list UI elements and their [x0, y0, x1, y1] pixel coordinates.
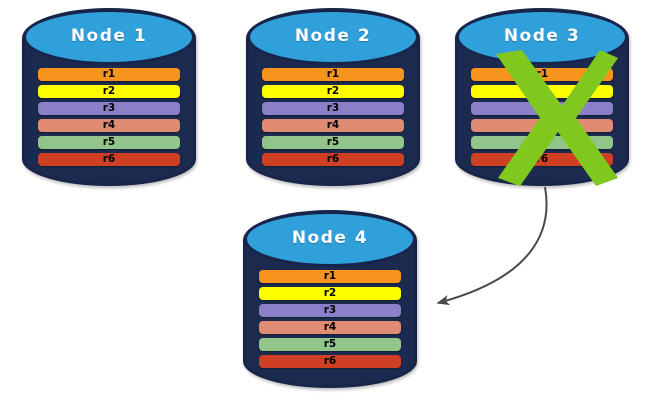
data-row[interactable]: r5	[261, 136, 405, 149]
node-label: Node 2	[294, 26, 372, 46]
data-row[interactable]: r5	[470, 136, 614, 149]
data-row[interactable]: r6	[470, 153, 614, 166]
row-list: r1 r2 r3 r4 r5 r6	[246, 68, 420, 170]
data-row[interactable]: r4	[37, 119, 181, 132]
data-row[interactable]: r6	[37, 153, 181, 166]
node-label: Node 1	[70, 26, 148, 46]
node-label: Node 4	[291, 228, 369, 248]
data-row[interactable]: r1	[470, 68, 614, 81]
data-row[interactable]: r2	[258, 287, 402, 300]
data-row[interactable]: r3	[261, 102, 405, 115]
cylinder-top-cap	[23, 9, 195, 65]
data-row[interactable]: r3	[258, 304, 402, 317]
data-row[interactable]: r2	[37, 85, 181, 98]
data-row[interactable]: r4	[258, 321, 402, 334]
data-row[interactable]: r6	[261, 153, 405, 166]
data-row[interactable]: r3	[470, 102, 614, 115]
data-row[interactable]: r1	[258, 270, 402, 283]
node-label: Node 3	[503, 26, 581, 46]
node-node1[interactable]: Node 1 r1 r2 r3 r4 r5 r6	[22, 8, 196, 186]
node-node3[interactable]: Node 3 r1 r2 r3 r4 r5 r6	[455, 8, 629, 186]
row-list: r1 r2 r3 r4 r5 r6	[455, 68, 629, 170]
data-row[interactable]: r4	[261, 119, 405, 132]
node-node4[interactable]: Node 4 r1 r2 r3 r4 r5 r6	[243, 210, 417, 388]
data-row[interactable]: r5	[37, 136, 181, 149]
row-list: r1 r2 r3 r4 r5 r6	[22, 68, 196, 170]
data-row[interactable]: r2	[470, 85, 614, 98]
data-row[interactable]: r5	[258, 338, 402, 351]
cylinder-top-cap	[247, 9, 419, 65]
node-node2[interactable]: Node 2 r1 r2 r3 r4 r5 r6	[246, 8, 420, 186]
cylinder-top-cap	[244, 211, 416, 267]
data-row[interactable]: r1	[37, 68, 181, 81]
data-row[interactable]: r1	[261, 68, 405, 81]
data-row[interactable]: r3	[37, 102, 181, 115]
data-row[interactable]: r6	[258, 355, 402, 368]
arrow-path	[436, 186, 548, 306]
data-row[interactable]: r2	[261, 85, 405, 98]
row-list: r1 r2 r3 r4 r5 r6	[243, 270, 417, 372]
data-row[interactable]: r4	[470, 119, 614, 132]
